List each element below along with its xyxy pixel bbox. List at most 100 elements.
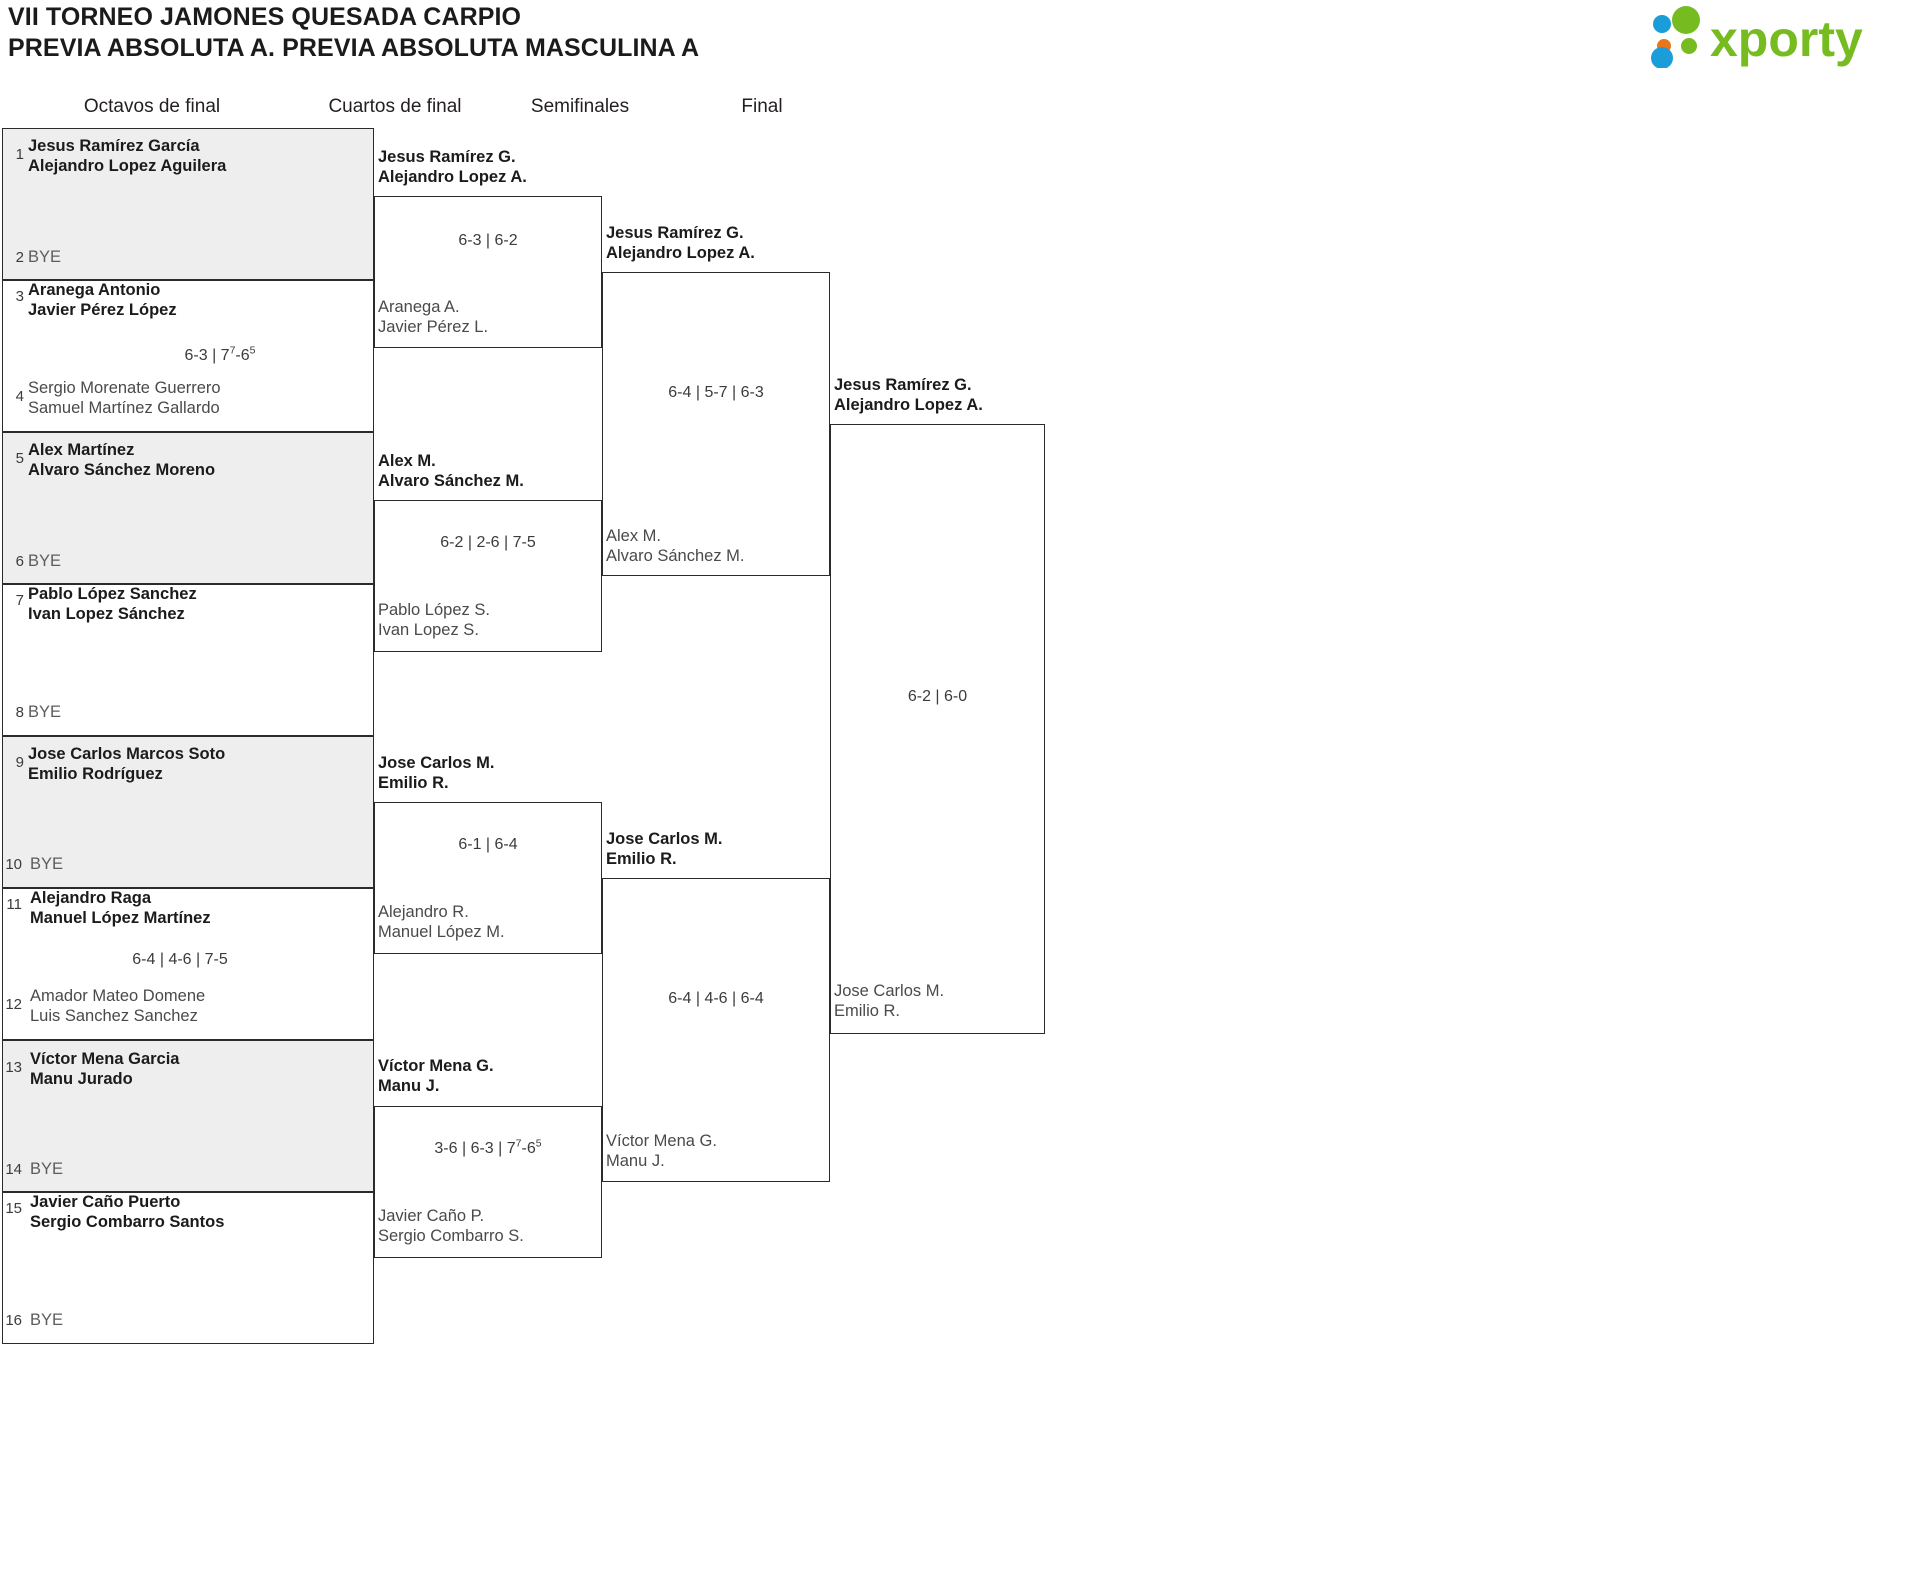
r16-match-8[interactable] [2, 1192, 374, 1344]
r16-seed-16: 16 [5, 1312, 22, 1329]
player-name: Jesus Ramírez G. [834, 376, 972, 394]
player-name: Luis Sanchez Sanchez [30, 1006, 198, 1025]
player-name: Alejandro Lopez A. [378, 167, 527, 186]
r16-seed-1: 1 [15, 146, 24, 163]
r16-team-9: Jose Carlos Marcos Soto Emilio Rodríguez [28, 745, 225, 784]
r16-bye-2: BYE [28, 248, 62, 266]
sf-score-1: 6-4 | 5-7 | 6-3 [668, 384, 764, 401]
r16-match-2[interactable] [2, 280, 374, 432]
sf-score-2: 6-4 | 4-6 | 6-4 [668, 990, 764, 1007]
player-name: Alejandro Lopez A. [606, 243, 755, 262]
title-line-2: PREVIA ABSOLUTA A. PREVIA ABSOLUTA MASCU… [8, 34, 700, 62]
player-name: Sergio Combarro Santos [30, 1212, 225, 1231]
r16-team-15: Javier Caño Puerto Sergio Combarro Santo… [30, 1193, 224, 1232]
player-name: Sergio Combarro S. [378, 1226, 524, 1245]
player-name: Alex Martínez [28, 441, 135, 459]
r16-seed-11: 11 [6, 896, 22, 913]
r16-seed-8: 8 [15, 704, 24, 721]
player-name: Ivan Lopez S. [378, 620, 479, 639]
final-runner-up: Jose Carlos M. Emilio R. [834, 982, 944, 1021]
r16-seed-3: 3 [15, 288, 24, 305]
page-title: VII TORNEO JAMONES QUESADA CARPIO PREVIA… [8, 2, 699, 64]
r16-score-2: 6-3 | 77-65 [184, 344, 256, 364]
player-name: Javier Caño Puerto [30, 1193, 181, 1211]
r16-seed-12: 12 [5, 996, 22, 1013]
player-name: Víctor Mena G. [606, 1132, 717, 1150]
qf-match-1[interactable] [374, 196, 602, 348]
qf-winner-4: Víctor Mena G. Manu J. [378, 1057, 494, 1096]
round-header-final: Final [741, 96, 783, 117]
r16-match-1[interactable] [2, 128, 374, 280]
player-name: Alejandro Lopez Aguilera [28, 156, 227, 175]
qf-loser-4: Javier Caño P. Sergio Combarro S. [378, 1207, 524, 1246]
r16-seed-6: 6 [15, 553, 24, 570]
r16-team-3: Aranega Antonio Javier Pérez López [28, 281, 177, 320]
player-name: Aranega Antonio [28, 281, 161, 299]
r16-match-3[interactable] [2, 432, 374, 584]
r16-seed-15: 15 [5, 1200, 22, 1217]
r16-match-4[interactable] [2, 584, 374, 736]
player-name: Emilio R. [606, 849, 677, 868]
r16-seed-7: 7 [15, 592, 24, 609]
r16-seed-10: 10 [5, 856, 22, 873]
player-name: Pablo López S. [378, 601, 490, 619]
qf-score-2: 6-2 | 2-6 | 7-5 [440, 534, 536, 551]
qf-score-3: 6-1 | 6-4 [458, 836, 518, 853]
player-name: Alex M. [606, 527, 662, 545]
r16-seed-13: 13 [5, 1059, 22, 1076]
r16-bye-10: BYE [30, 855, 64, 873]
player-name: Manu J. [378, 1076, 440, 1095]
player-name: Manuel López Martínez [30, 908, 211, 927]
r16-match-7[interactable] [2, 1040, 374, 1192]
qf-match-2[interactable] [374, 500, 602, 652]
player-name: Manu Jurado [30, 1069, 133, 1088]
r16-seed-9: 9 [15, 754, 24, 771]
player-name: Alex M. [378, 452, 436, 470]
r16-seed-4: 4 [15, 388, 24, 405]
r16-team-5: Alex Martínez Alvaro Sánchez Moreno [28, 441, 215, 480]
r16-bye-6: BYE [28, 552, 62, 570]
player-name: Alvaro Sánchez Moreno [28, 460, 216, 479]
player-name: Sergio Morenate Guerrero [28, 379, 221, 397]
sf-match-2[interactable] [602, 878, 830, 1182]
player-name: Emilio Rodríguez [28, 764, 163, 783]
qf-winner-2: Alex M. Alvaro Sánchez M. [378, 452, 524, 491]
player-name: Emilio R. [834, 1001, 901, 1020]
player-name: Amador Mateo Domene [30, 987, 206, 1005]
r16-score-6: 6-4 | 4-6 | 7-5 [132, 951, 228, 968]
qf-winner-1: Jesus Ramírez G. Alejandro Lopez A. [378, 148, 527, 187]
player-name: Víctor Mena G. [378, 1057, 494, 1075]
player-name: Javier Pérez L. [378, 317, 489, 336]
r16-team-7: Pablo López Sanchez Ivan Lopez Sánchez [28, 585, 197, 624]
qf-loser-2: Pablo López S. Ivan Lopez S. [378, 601, 490, 640]
round-header-semifinales: Semifinales [530, 96, 630, 117]
r16-team-13: Víctor Mena Garcia Manu Jurado [30, 1050, 179, 1089]
player-name: Javier Pérez López [28, 300, 177, 319]
r16-match-5[interactable] [2, 736, 374, 888]
player-name: Aranega A. [378, 298, 460, 316]
sf-match-1[interactable] [602, 272, 830, 576]
player-name: Jose Carlos M. [378, 754, 495, 772]
player-name: Jose Carlos M. [606, 830, 723, 848]
qf-match-3[interactable] [374, 802, 602, 954]
r16-team-11: Alejandro Raga Manuel López Martínez [30, 889, 211, 928]
r16-match-6[interactable] [2, 888, 374, 1040]
qf-match-4[interactable] [374, 1106, 602, 1258]
player-name: Alejandro Lopez A. [834, 395, 983, 414]
player-name: Ivan Lopez Sánchez [28, 604, 185, 623]
player-name: Javier Caño P. [378, 1207, 485, 1225]
player-name: Alvaro Sánchez M. [606, 546, 745, 565]
player-name: Pablo López Sanchez [28, 585, 197, 603]
player-name: Alvaro Sánchez M. [378, 471, 524, 490]
r16-bye-8: BYE [28, 703, 62, 721]
player-name: Jesus Ramírez García [28, 137, 200, 155]
player-name: Jesus Ramírez G. [378, 148, 516, 166]
player-name: Jose Carlos M. [834, 982, 945, 1000]
player-name: Jesus Ramírez G. [606, 224, 744, 242]
player-name: Manu J. [606, 1151, 665, 1170]
sf-winner-2: Jose Carlos M. Emilio R. [606, 830, 722, 869]
qf-winner-3: Jose Carlos M. Emilio R. [378, 754, 494, 793]
final-match[interactable] [830, 424, 1045, 1034]
r16-bye-14: BYE [30, 1160, 64, 1178]
